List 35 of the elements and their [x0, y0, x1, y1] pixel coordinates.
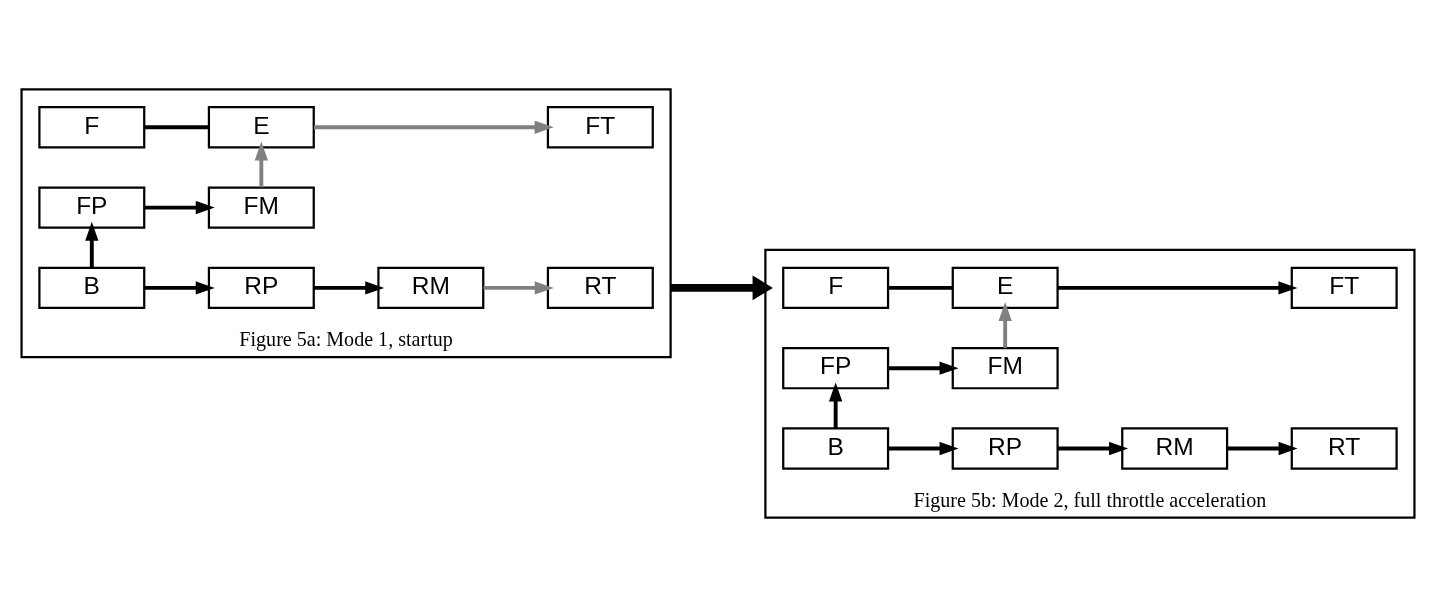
- node-box: RT: [546, 266, 654, 309]
- node-box: FT: [1290, 266, 1398, 309]
- arrow: [254, 141, 268, 187]
- arrow: [1227, 441, 1298, 455]
- node-box: RM: [1121, 426, 1229, 470]
- arrow: [829, 381, 843, 428]
- arrow: [888, 361, 959, 375]
- arrow: [144, 280, 215, 295]
- arrow: [483, 280, 554, 295]
- node-box: FT: [546, 105, 654, 148]
- arrow: [1057, 441, 1129, 455]
- node-box: F: [38, 105, 146, 148]
- arrow: [998, 301, 1012, 348]
- node-box: E: [951, 266, 1059, 309]
- arrow: [85, 221, 99, 267]
- arrow: [670, 274, 773, 300]
- arrow: [144, 200, 215, 214]
- node-box: FP: [38, 185, 146, 229]
- node-box: F: [782, 266, 890, 309]
- node-box: FM: [207, 185, 315, 229]
- node-box: RT: [1290, 426, 1398, 470]
- node-box: B: [782, 426, 890, 470]
- node-box: RP: [951, 426, 1059, 470]
- node-box: E: [207, 105, 315, 148]
- connector: [144, 124, 209, 129]
- node-box: RM: [377, 266, 485, 309]
- connector: [888, 285, 953, 290]
- arrow: [1057, 280, 1298, 295]
- node-box: FM: [951, 346, 1059, 389]
- arrow: [888, 441, 959, 455]
- arrow: [314, 280, 385, 295]
- node-box: FP: [782, 346, 890, 389]
- node-box: B: [38, 266, 146, 309]
- node-box: RP: [207, 266, 315, 309]
- arrow: [313, 120, 554, 134]
